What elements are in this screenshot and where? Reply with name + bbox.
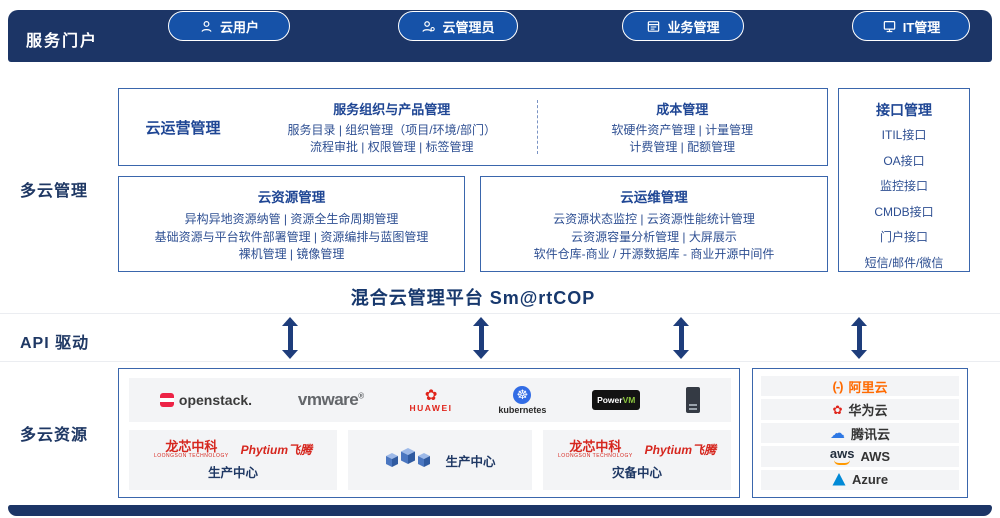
cost-line: 计费管理 | 配额管理 [629,139,736,154]
api-double-arrow-icon [282,317,298,359]
interface-item: CMDB接口 [874,204,934,219]
kubernetes-wheel-icon: ☸ [513,385,532,404]
api-double-arrow-icon [673,317,689,359]
service-org-line: 服务目录 | 组织管理（项目/环境/部门） [287,122,496,137]
cloud-resource-line: 基础资源与平台软件部署管理 | 资源编排与蓝图管理 [154,229,429,244]
huawei-flower-icon: ✿ [424,386,438,404]
interface-item: 监控接口 [879,179,928,193]
interface-item: 短信/邮件/微信 [864,255,944,270]
cost-section: 成本管理 软硬件资产管理 | 计量管理 计费管理 | 配额管理 [538,99,828,156]
cloud-ops-title: 云运维管理 [620,190,688,205]
aws-row: aws AWS [761,446,959,467]
cloud-ops-line: 云资源状态监控 | 云资源性能统计管理 [553,212,755,226]
portal-button-label: 业务管理 [667,19,720,35]
server-icon [686,387,701,413]
loongson-logo: 龙芯中科 LOONGSON TECHNOLOGY [557,438,633,459]
cloud-ops-box: 云运维管理 云资源状态监控 | 云资源性能统计管理 云资源容量分析管理 | 大屏… [480,176,828,272]
platform-title: 混合云管理平台 Sm@rtCOP [350,288,596,308]
section-divider-line [0,313,1000,314]
public-clouds-box: (-) 阿里云 ✿ 华为云 ☁ 腾讯云 aws AWS Azure [752,368,968,498]
cloud-resource-title: 云资源管理 [257,190,326,205]
multicloud-resources-label: 多云资源 [20,427,89,444]
service-org-line: 流程审批 | 权限管理 | 标签管理 [309,139,474,154]
vendor-logos: 龙芯中科 LOONGSON TECHNOLOGY Phytium飞腾 [558,440,716,459]
cost-title: 成本管理 [656,101,709,117]
azure-triangle-icon [832,473,846,486]
dashed-divider [536,100,538,154]
section-divider-line [0,361,1000,362]
phytium-logo: Phytium飞腾 [644,442,717,457]
cloud-ops-line: 云资源容量分析管理 | 大屏展示 [571,229,737,244]
service-org-title: 服务组织与产品管理 [333,101,451,117]
user-icon [199,19,214,34]
interface-mgmt-title: 接口管理 [876,102,932,118]
cloud-resource-line: 异构异地资源纳管 | 资源全生命周期管理 [184,212,399,226]
loongson-logo: 龙芯中科 LOONGSON TECHNOLOGY [153,438,229,459]
platform-logo-strip: openstack. vmware® ✿ HUAWEI ☸ kubernetes… [129,378,731,422]
openstack-logo: openstack. [159,392,252,408]
huawei-logo: ✿ HUAWEI [409,386,453,413]
cost-line: 软硬件资产管理 | 计量管理 [611,122,754,137]
bottom-bar [8,505,992,516]
cubes-icon [384,447,436,474]
api-driven-label: API 驱动 [20,335,90,352]
disaster-recovery-center: 龙芯中科 LOONGSON TECHNOLOGY Phytium飞腾 灾备中心 [543,430,731,490]
portal-button-label: 云用户 [219,19,259,35]
portal-button-cloud-user[interactable]: 云用户 [168,11,290,41]
production-center-2: 生产中心 [348,430,532,490]
vendor-logos: 龙芯中科 LOONGSON TECHNOLOGY Phytium飞腾 [154,440,312,459]
api-double-arrow-icon [851,317,867,359]
portal-button-label: 云管理员 [442,19,495,35]
center-label: 生产中心 [445,454,496,469]
alibaba-cloud-row: (-) 阿里云 [761,376,959,397]
huawei-flower-icon: ✿ [832,402,843,417]
portal-label: 服务门户 [26,33,99,50]
tencent-cloud-row: ☁ 腾讯云 [761,422,959,444]
interface-item: 门户接口 [879,230,928,244]
portal-button-label: IT管理 [902,19,941,35]
tencent-cloud-icon: ☁ [829,424,845,442]
huawei-cloud-row: ✿ 华为云 [761,399,959,420]
vmware-logo: vmware® [297,390,364,409]
multicloud-mgmt-label: 多云管理 [20,183,89,200]
interface-item: OA接口 [883,153,925,168]
cloud-resource-box: 云资源管理 异构异地资源纳管 | 资源全生命周期管理 基础资源与平台软件部署管理… [118,176,465,272]
aws-icon: aws [830,447,854,465]
portal-button-business-mgmt[interactable]: 业务管理 [622,11,744,41]
openstack-icon [159,393,174,407]
service-org-section: 服务组织与产品管理 服务目录 | 组织管理（项目/环境/部门） 流程审批 | 权… [247,99,537,156]
cloud-operation-box: 云运营管理 服务组织与产品管理 服务目录 | 组织管理（项目/环境/部门） 流程… [118,88,828,166]
interface-mgmt-box: 接口管理 ITIL接口 OA接口 监控接口 CMDB接口 门户接口 短信/邮件/… [838,88,970,272]
api-double-arrow-icon [473,317,489,359]
admin-icon [421,19,436,34]
production-center-1: 龙芯中科 LOONGSON TECHNOLOGY Phytium飞腾 生产中心 [129,430,337,490]
interface-item: ITIL接口 [881,128,927,142]
portal-button-it-mgmt[interactable]: IT管理 [852,11,970,41]
cloud-resource-line: 裸机管理 | 镜像管理 [238,247,345,261]
center-label: 灾备中心 [611,465,662,480]
cloud-operation-title: 云运营管理 [145,119,221,137]
cloud-ops-line: 软件仓库-商业 / 开源数据库 - 商业开源中间件 [533,247,775,261]
phytium-logo: Phytium飞腾 [240,442,313,457]
portal-button-cloud-admin[interactable]: 云管理员 [398,11,518,41]
it-icon [882,19,897,34]
azure-row: Azure [761,469,959,491]
alibaba-cloud-icon: (-) [832,378,843,394]
kubernetes-logo: ☸ kubernetes [498,385,547,415]
resources-platforms-box: openstack. vmware® ✿ HUAWEI ☸ kubernetes… [118,368,740,498]
center-label: 生产中心 [207,465,258,480]
business-icon [646,19,661,34]
